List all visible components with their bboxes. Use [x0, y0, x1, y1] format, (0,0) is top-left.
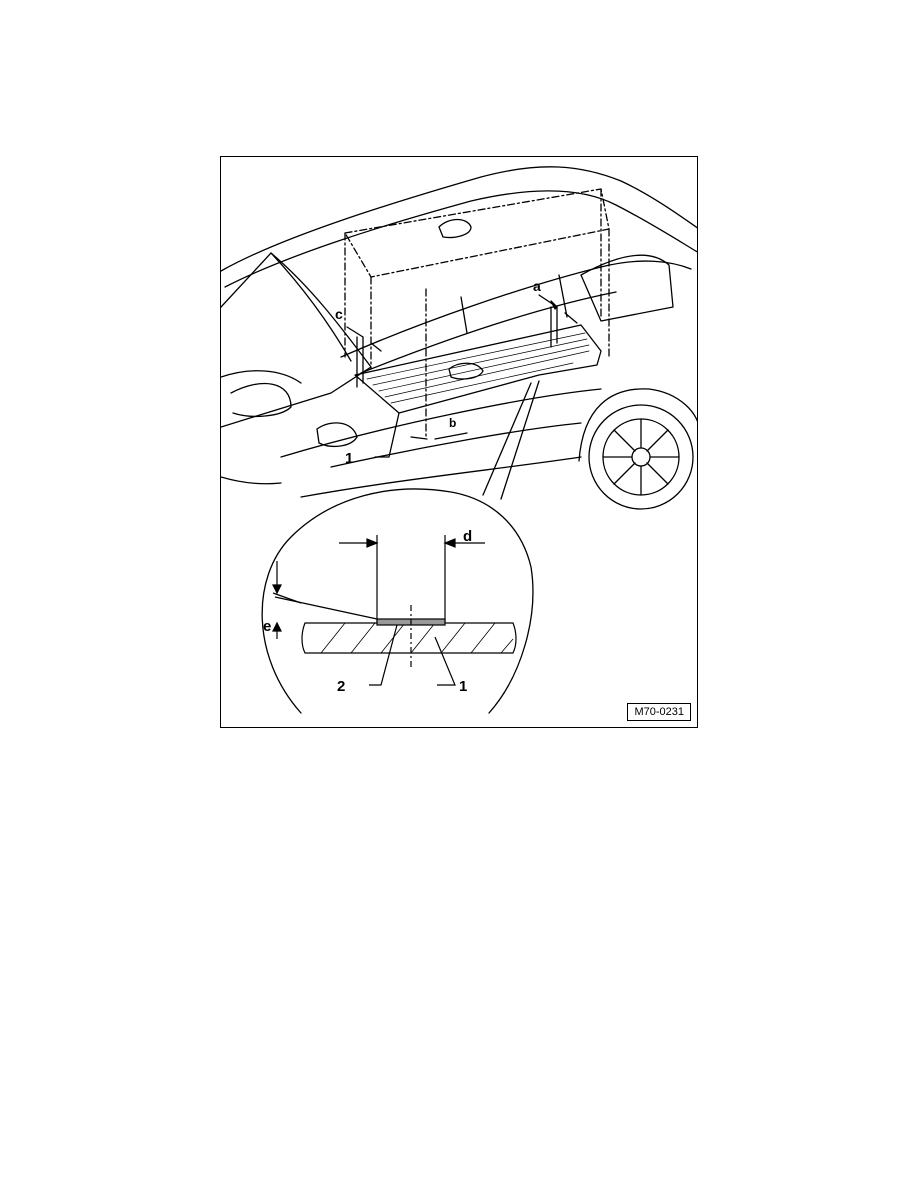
magnifier-lead — [482, 380, 540, 500]
rear-wheel-tire — [588, 404, 694, 510]
reference-posts — [356, 306, 558, 388]
door-line — [330, 422, 582, 468]
figure-id-label: M70-0231 — [627, 703, 691, 721]
window-lower — [360, 291, 617, 374]
callout-a: a — [533, 278, 541, 294]
callout-part-1-main: 1 — [345, 450, 353, 467]
c-pillar — [558, 274, 568, 318]
headliner-sunroof-opening — [448, 362, 484, 380]
dimension-c-arrow — [346, 326, 382, 352]
detail-substrate — [301, 622, 517, 654]
windshield — [221, 252, 372, 428]
leader-part-1-detail — [434, 636, 456, 686]
belt-line — [280, 388, 602, 458]
detail-dimension-d — [339, 535, 485, 623]
detail-slope — [274, 596, 378, 620]
a-pillar — [270, 252, 352, 362]
dimension-b-arrow — [410, 432, 468, 440]
side-sill — [300, 456, 582, 498]
dash-line — [221, 370, 302, 384]
callout-e: e — [263, 618, 271, 635]
diagram-frame: a c b 1 d e 2 1 M70-0231 — [220, 156, 698, 728]
callout-d: d — [463, 528, 472, 545]
car-roof-illustration: a c b 1 d e 2 1 — [221, 166, 697, 714]
roof-outline — [221, 166, 697, 272]
wheel-spokes — [602, 418, 680, 496]
magnifier-circle — [261, 488, 534, 714]
roof-inner-edge — [224, 190, 697, 288]
leader-part-2 — [369, 624, 398, 686]
leader-part-1-main — [374, 412, 400, 458]
roof-sunroof — [438, 218, 472, 239]
b-pillar — [460, 296, 468, 334]
side-mirror — [316, 422, 358, 448]
headliner-ribs — [366, 332, 590, 404]
callout-part-2-detail: 2 — [337, 678, 345, 695]
callout-c: c — [335, 306, 343, 322]
detail-hatch — [320, 622, 514, 654]
roof-panel-outline — [344, 188, 610, 278]
wheel-arch — [578, 388, 697, 462]
projection-lines — [344, 188, 610, 440]
seat — [230, 382, 292, 418]
callout-part-1-detail: 1 — [459, 678, 467, 695]
front-bumper — [221, 476, 282, 485]
rear-window — [580, 254, 674, 322]
callout-b: b — [449, 416, 456, 430]
window-line — [340, 260, 692, 358]
